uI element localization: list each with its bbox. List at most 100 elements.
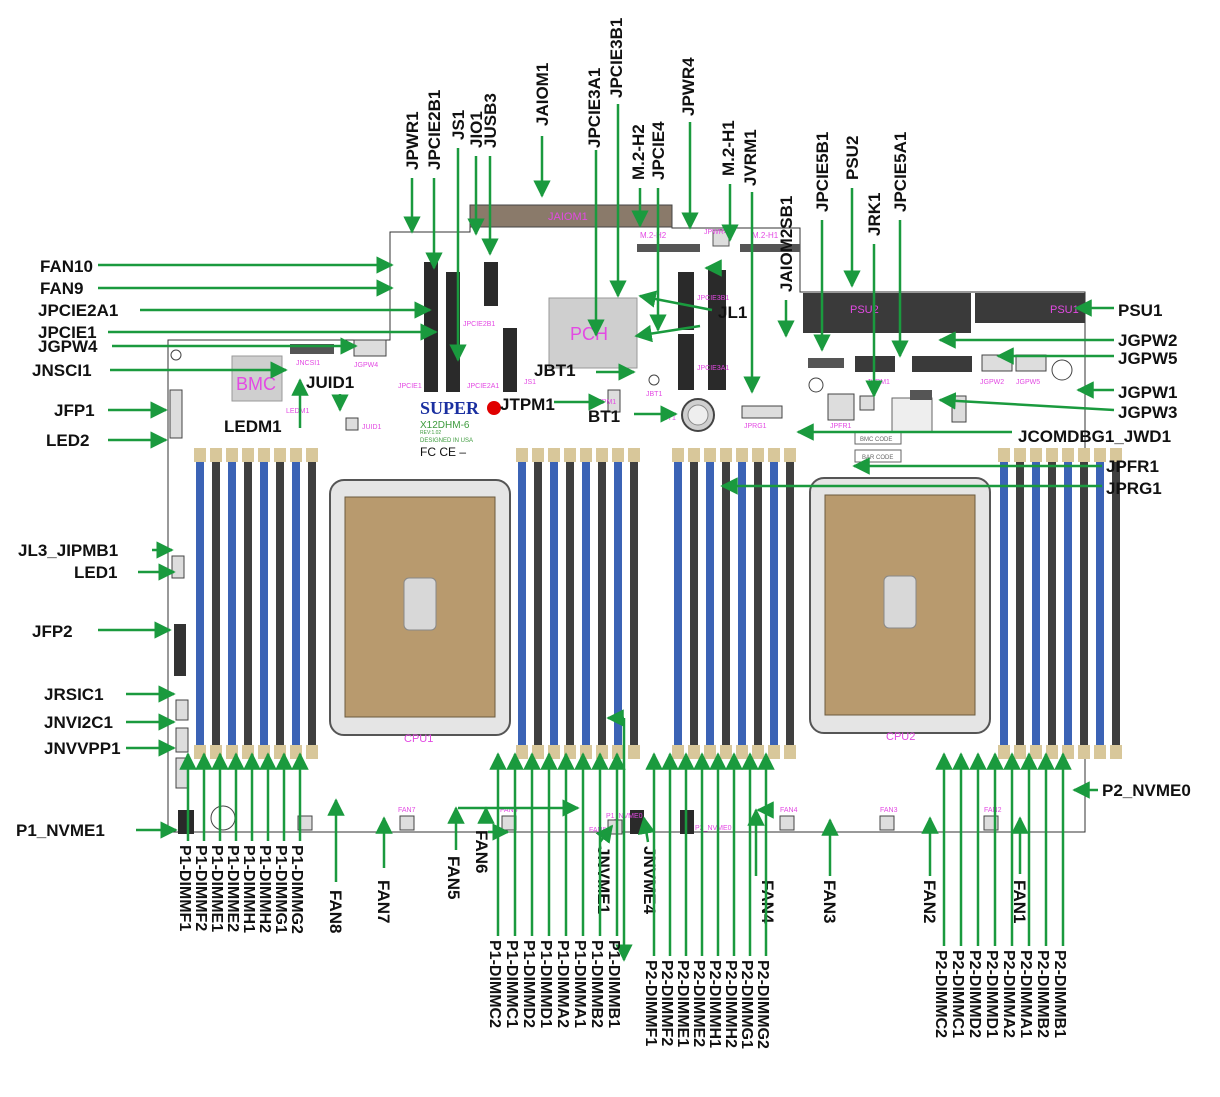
dimm-latch-top [784, 448, 796, 462]
svg-text:JPCIE2B1: JPCIE2B1 [463, 321, 495, 328]
label-dimm-slot: P1-DIMMC1 [503, 940, 520, 1028]
callout-arrow [637, 816, 656, 843]
dimm-slot-p2-left-8 [786, 455, 794, 750]
label-jnvi2c1: JNVI2C1 [44, 713, 113, 732]
svg-text:FAN5: FAN5 [589, 827, 607, 834]
svg-text:JPCIE2A1: JPCIE2A1 [467, 383, 499, 390]
svg-text:BAR CODE: BAR CODE [862, 455, 893, 461]
dimm-slot-p2-right-6 [1080, 455, 1088, 750]
label-dimm-slot: P2-DIMMD1 [983, 950, 1000, 1038]
label-fan5: FAN5 [444, 856, 463, 899]
dimm-latch-bottom [1078, 745, 1090, 759]
psu1-connector: PSU1 [975, 293, 1085, 323]
label-dimm-slot: P1-DIMMA1 [571, 940, 588, 1028]
svg-text:FAN7: FAN7 [398, 807, 416, 814]
dimm-banks [194, 448, 1122, 759]
dimm-latch-top [306, 448, 318, 462]
svg-text:P2_NVME0: P2_NVME0 [695, 825, 732, 832]
dimm-slot-p2-right-2 [1016, 455, 1024, 750]
dimm-latch-top [274, 448, 286, 462]
dimm-latch-bottom [688, 745, 700, 759]
dimm-latch-bottom [720, 745, 732, 759]
label-m2-h1: M.2-H1 [719, 120, 738, 176]
pch-chip: PCH [548, 297, 638, 369]
svg-text:M.2-H2: M.2-H2 [640, 231, 667, 240]
dimm-slot-p1-right-4 [566, 455, 574, 750]
label-dimm-slot: P1-DIMMH1 [240, 845, 257, 933]
dimm-latch-top [768, 448, 780, 462]
label-dimm-slot: P2-DIMMF1 [642, 960, 659, 1046]
dimm-latch-bottom [532, 745, 544, 759]
dimm-latch-bottom [306, 745, 318, 759]
svg-text:REV:1.02: REV:1.02 [420, 430, 441, 436]
dimm-slot-p2-left-7 [770, 455, 778, 750]
label-dimm-slot: P1-DIMME2 [224, 845, 241, 932]
dimm-latch-bottom [704, 745, 716, 759]
svg-text:JGPW4: JGPW4 [354, 362, 378, 369]
svg-text:JPCIE3B1: JPCIE3B1 [697, 295, 729, 302]
dimm-slot-p1-right-1 [518, 455, 526, 750]
svg-text:CPU1: CPU1 [404, 733, 433, 745]
dimm-slot-p1-left-6 [276, 455, 284, 750]
label-p2-nvme0: P2_NVME0 [1102, 781, 1191, 800]
dimm-slot-p1-right-2 [534, 455, 542, 750]
svg-text:JGPW2: JGPW2 [980, 379, 1004, 386]
label-jbt1: JBT1 [534, 361, 576, 380]
label-fan6: FAN6 [472, 830, 491, 873]
dimm-slot-p1-left-4 [244, 455, 252, 750]
svg-text:X12DHM-6: X12DHM-6 [420, 420, 470, 431]
label-dimm-slot: P2-DIMMH1 [706, 960, 723, 1048]
label-jpwr1: JPWR1 [403, 111, 422, 170]
svg-text:JAIOM1: JAIOM1 [548, 211, 588, 223]
label-dimm-slot: P2-DIMMH2 [722, 960, 739, 1048]
label-jgpw1: JGPW1 [1118, 383, 1178, 402]
svg-text:FAN6: FAN6 [500, 807, 518, 814]
label-jgpw5: JGPW5 [1118, 349, 1178, 368]
label-psu1: PSU1 [1118, 301, 1162, 320]
dimm-latch-top [612, 448, 624, 462]
dimm-slot-p1-left-5 [260, 455, 268, 750]
dimm-latch-top [194, 448, 206, 462]
dimm-slot-p1-left-1 [196, 455, 204, 750]
left-headers: JNCSI1 JGPW4 LEDM1 JUID1 [169, 339, 387, 789]
label-jl3-jipmb1: JL3_JIPMB1 [18, 541, 118, 560]
dimm-latch-top [564, 448, 576, 462]
dimm-latch-top [1014, 448, 1026, 462]
svg-text:FAN3: FAN3 [880, 807, 898, 814]
label-jpcie2b1: JPCIE2B1 [425, 90, 444, 170]
label-dimm-slot: P1-DIMMB1 [605, 940, 622, 1028]
label-js1: JS1 [449, 110, 468, 140]
label-dimm-slot: P1-DIMMF1 [176, 845, 193, 931]
dimm-slot-p1-left-8 [308, 455, 316, 750]
svg-text:JUID1: JUID1 [362, 424, 382, 431]
label-dimm-slot: P1-DIMMB2 [588, 940, 605, 1028]
svg-text:JBT1: JBT1 [646, 391, 662, 398]
label-jgpw2: JGPW2 [1118, 331, 1178, 350]
label-jnvme4: JNVME4 [640, 846, 659, 915]
label-jpwr4: JPWR4 [679, 57, 698, 116]
dimm-latch-bottom [784, 745, 796, 759]
dimm-latch-top [226, 448, 238, 462]
dimm-latch-top [688, 448, 700, 462]
dimm-latch-top [752, 448, 764, 462]
dimm-latch-top [1046, 448, 1058, 462]
dimm-slot-p1-right-5 [582, 455, 590, 750]
cpu2-socket: CPU2 [809, 477, 991, 743]
callout-labels: FAN10 FAN9 JPCIE2A1 JPCIE1 JGPW4 JNSCI1 … [16, 18, 1191, 934]
svg-text:JPWR4: JPWR4 [704, 229, 728, 236]
label-jpcie2a1: JPCIE2A1 [38, 301, 118, 320]
label-psu2: PSU2 [843, 136, 862, 180]
label-jl1: JL1 [718, 303, 747, 322]
dimm-latch-top [258, 448, 270, 462]
dimm-latch-bottom [1094, 745, 1106, 759]
label-jfp2: JFP2 [32, 622, 73, 641]
label-jpcie5b1: JPCIE5B1 [813, 132, 832, 212]
dimm-latch-top [290, 448, 302, 462]
label-jnvvpp1: JNVVPP1 [44, 739, 121, 758]
label-dimm-slot: P1-DIMMD1 [537, 940, 554, 1028]
dimm-latch-top [736, 448, 748, 462]
label-led2: LED2 [46, 431, 89, 450]
label-dimm-slot: P2-DIMMD2 [966, 950, 983, 1038]
callout-arrow [595, 824, 614, 844]
